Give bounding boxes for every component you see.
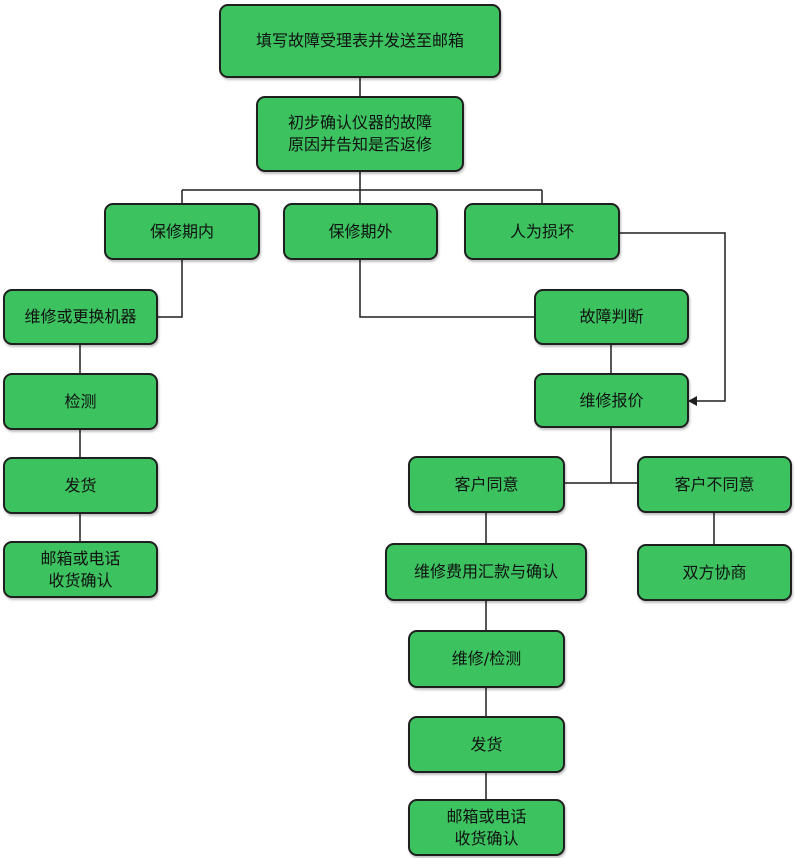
- edge-n5-n11: [620, 232, 726, 406]
- node-out-of-warranty: 保修期外: [283, 203, 438, 260]
- edge-n11-split: [565, 428, 612, 484]
- edge-n3-n6: [158, 260, 183, 318]
- node-fault-diagnosis: 故障判断: [534, 289, 689, 345]
- node-preliminary-confirm: 初步确认仪器的故障 原因并告知是否返修: [256, 96, 464, 172]
- node-in-warranty: 保修期内: [104, 203, 260, 260]
- edge-n4-n10: [359, 260, 534, 318]
- node-ship-right: 发货: [408, 716, 565, 773]
- node-customer-disagree: 客户不同意: [637, 456, 792, 513]
- node-confirm-receipt-left: 邮箱或电话 收货确认: [3, 541, 158, 598]
- node-customer-agree: 客户同意: [408, 456, 565, 513]
- node-human-damage: 人为损坏: [464, 203, 620, 260]
- node-confirm-receipt-right: 邮箱或电话 收货确认: [408, 799, 565, 856]
- node-repair-or-replace: 维修或更换机器: [3, 289, 158, 345]
- node-payment-confirm: 维修费用汇款与确认: [385, 543, 587, 601]
- node-repair-quote: 维修报价: [534, 373, 689, 428]
- node-ship-left: 发货: [3, 457, 158, 514]
- node-fill-fault-form: 填写故障受理表并发送至邮箱: [219, 4, 501, 78]
- node-inspect-left: 检测: [3, 373, 158, 430]
- node-negotiate: 双方协商: [637, 544, 792, 601]
- node-repair-inspect: 维修/检测: [408, 630, 565, 688]
